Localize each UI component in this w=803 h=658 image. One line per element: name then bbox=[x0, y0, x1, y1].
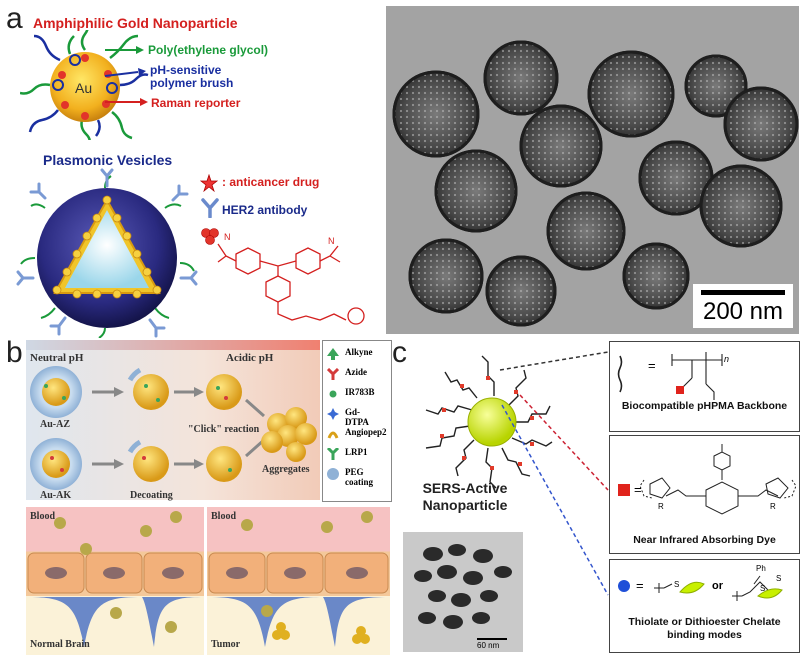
box2-caption: Near Infrared Absorbing Dye bbox=[633, 534, 776, 546]
ph-gradient-bar bbox=[26, 340, 320, 350]
plasmonic-vesicle-illustration bbox=[16, 168, 198, 338]
ir783b-icon bbox=[329, 390, 337, 398]
legend-alkyne: Alkyne bbox=[327, 347, 373, 365]
box2-r-right: R bbox=[770, 502, 776, 511]
lrp1-icon bbox=[326, 446, 340, 460]
normal-brain-rendering bbox=[26, 511, 204, 647]
binding-mode-marker bbox=[618, 580, 630, 592]
click-reaction-label: "Click" reaction bbox=[188, 424, 260, 435]
connector-lines bbox=[499, 351, 609, 596]
peg-coating-icon bbox=[327, 468, 339, 480]
raman-reporter-structure: N N bbox=[201, 228, 365, 325]
box3-ph: Ph bbox=[756, 564, 766, 573]
normal-brain-label: Normal Brain bbox=[30, 639, 90, 650]
angiopep2-icon bbox=[327, 431, 339, 439]
au-ak-label: Au-AK bbox=[40, 490, 72, 501]
legend-azide: Azide bbox=[326, 367, 367, 385]
gold-nanoparticle-illustration: Au bbox=[20, 30, 149, 140]
tumor-rendering bbox=[207, 511, 390, 647]
svg-text:Au: Au bbox=[75, 80, 92, 96]
box3-caption: Thiolate or Dithioester Chelate binding … bbox=[628, 616, 781, 641]
neutral-ph-label: Neutral pH bbox=[30, 352, 84, 364]
box3-s-top: S bbox=[776, 574, 782, 583]
blood-label-left: Blood bbox=[30, 511, 56, 522]
sers-title: SERS-Active Nanoparticle bbox=[422, 480, 508, 513]
box1-equals: = bbox=[648, 358, 656, 373]
legend-angiopep2: Angiopep2 bbox=[327, 427, 387, 445]
tem-scalebar-box: 200 nm bbox=[693, 284, 793, 328]
panel-b-top-scheme: Neutral pH Acidic pH Au-AZ Au-AK bbox=[26, 340, 320, 501]
box1-caption: Biocompatible pHPMA Backbone bbox=[621, 400, 788, 412]
au-az-label: Au-AZ bbox=[40, 419, 71, 430]
tem-image-vesicles: 200 nm bbox=[386, 6, 799, 334]
nanorods-rendering bbox=[403, 532, 523, 652]
her2-antibody-icon bbox=[201, 198, 219, 218]
legend-drug: : anticancer drug bbox=[222, 175, 320, 189]
box3-or: or bbox=[712, 580, 723, 592]
nir-dye-box: = R R Near Infrared Absorbing Dye bbox=[609, 435, 800, 554]
legend-arrows bbox=[104, 46, 148, 106]
gd-dtpa-icon bbox=[327, 408, 339, 420]
binding-modes-box: = S or Ph S S Thiolate or Dithioester Ch… bbox=[609, 559, 800, 653]
tumor-diagram: Blood Tumor bbox=[207, 507, 390, 655]
azide-icon bbox=[326, 367, 340, 380]
box2-r-left: R bbox=[658, 502, 664, 511]
acidic-ph-label: Acidic pH bbox=[226, 352, 274, 364]
svg-text:N: N bbox=[224, 232, 231, 242]
legend-gd-dtpa: Gd-DTPA bbox=[327, 407, 369, 427]
pHPMA-structure bbox=[617, 352, 723, 400]
nir-dye-marker bbox=[618, 484, 630, 496]
scalebar-line bbox=[701, 290, 785, 295]
box3-s-bottom: S bbox=[760, 584, 766, 593]
alkyne-icon bbox=[327, 348, 339, 360]
blood-label-right: Blood bbox=[211, 511, 237, 522]
box2-equals: = bbox=[634, 482, 642, 497]
normal-brain-diagram: Blood Normal Brain bbox=[26, 507, 204, 655]
sers-nanoparticle-illustration bbox=[425, 355, 553, 489]
legend-brush: pH-sensitive polymer brush bbox=[150, 63, 234, 90]
tumor-label: Tumor bbox=[211, 639, 241, 650]
panel-b-legend: Alkyne Azide IR783B Gd-DTPA Angiopep2 LR… bbox=[322, 340, 392, 502]
legend-ir783b: IR783B bbox=[327, 387, 375, 405]
binding-modes-structure bbox=[654, 575, 783, 601]
vesicle-title: Plasmonic Vesicles bbox=[43, 152, 173, 168]
legend-peg-coating: PEG coating bbox=[327, 467, 373, 487]
gold-np-title: Amphiphilic Gold Nanoparticle bbox=[33, 15, 238, 31]
box1-n: n bbox=[724, 354, 730, 364]
panel-b-letter: b bbox=[6, 336, 23, 369]
nir-dye-structure bbox=[640, 444, 796, 515]
scalebar-label: 200 nm bbox=[702, 298, 784, 325]
pHPMA-backbone-box: = n Biocompatible pHPMA Backbone bbox=[609, 341, 800, 432]
panel-c-letter: c bbox=[392, 336, 407, 369]
box3-s-left: S bbox=[674, 580, 680, 589]
box3-equals: = bbox=[636, 578, 644, 593]
legend-lrp1: LRP1 bbox=[326, 446, 368, 465]
decoating-label: Decoating bbox=[130, 490, 173, 501]
legend-raman: Raman reporter bbox=[151, 96, 241, 110]
tem-image-nanorods: 60 nm bbox=[403, 532, 523, 652]
nanorods-scalebar-label: 60 nm bbox=[477, 641, 500, 650]
click-reaction-scheme bbox=[30, 366, 317, 490]
panel-a-letter: a bbox=[6, 2, 23, 35]
legend-antibody: HER2 antibody bbox=[222, 203, 308, 217]
svg-text:N: N bbox=[328, 236, 335, 246]
vesicle-tem-rendering bbox=[386, 6, 799, 334]
anticancer-drug-icon bbox=[200, 174, 218, 192]
aggregates-label: Aggregates bbox=[262, 464, 310, 475]
legend-peg: Poly(ethylene glycol) bbox=[148, 43, 269, 57]
